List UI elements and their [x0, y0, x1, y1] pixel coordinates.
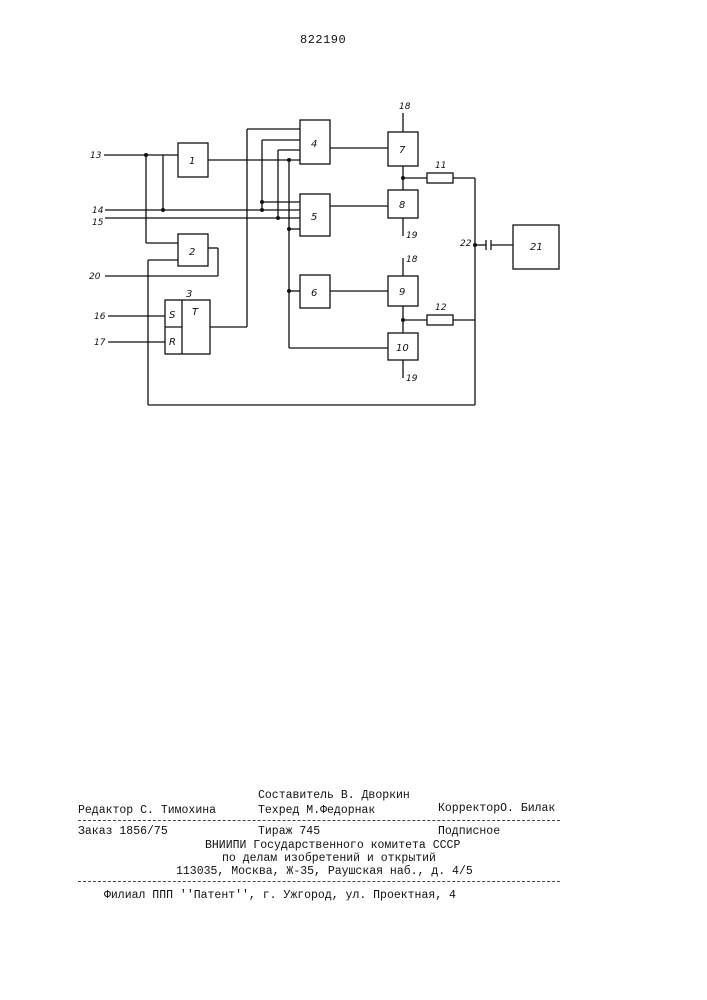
input-15-label: 15: [92, 218, 104, 228]
imprint-address: 113035, Москва, Ж-35, Раушская наб., д. …: [176, 865, 473, 878]
input-20-label: 20: [89, 272, 101, 282]
supply-19-bottom-label: 19: [406, 374, 418, 384]
block-7-label: 7: [399, 145, 406, 156]
block-9-label: 9: [399, 287, 405, 298]
trigger-3-label: 3: [186, 289, 192, 300]
input-13-label: 13: [90, 151, 102, 161]
resistor-11-label: 11: [435, 161, 446, 171]
resistor-11: [427, 173, 453, 183]
imprint-rule-2: [78, 881, 560, 882]
imprint-rule-1: [78, 820, 560, 821]
block-6-label: 6: [311, 288, 317, 299]
imprint-corrector: КорректорО. Билак: [438, 802, 555, 815]
imprint-org-line2: по делам изобретений и открытий: [222, 852, 436, 865]
supply-18-top-label: 18: [399, 102, 411, 112]
resistor-12-label: 12: [435, 303, 447, 313]
imprint-compiler: Составитель В. Дворкин: [258, 789, 410, 802]
imprint-circulation: Тираж 745: [258, 825, 320, 838]
supply-18-mid-label: 18: [406, 255, 418, 265]
imprint-order: Заказ 1856/75: [78, 825, 168, 838]
block-4-label: 4: [311, 139, 317, 150]
block-21-label: 21: [530, 242, 543, 253]
block-2-label: 2: [189, 247, 195, 258]
input-16-label: 16: [94, 312, 106, 322]
trigger-t-label: T: [192, 307, 199, 318]
trigger-s-label: S: [169, 310, 176, 321]
imprint-techred: Техред М.Федорнак: [258, 804, 375, 817]
input-17-label: 17: [94, 338, 106, 348]
input-14-label: 14: [92, 206, 104, 216]
imprint-editor: Редактор С. Тимохина: [78, 804, 216, 817]
resistor-12: [427, 315, 453, 325]
imprint-subscription: Подписное: [438, 825, 500, 838]
block-5-label: 5: [311, 212, 317, 223]
circuit-diagram: 1 2 3 S R T 4 5 6 7 8 9 10 21 13 14 15 1…: [0, 0, 707, 440]
imprint-org-line1: ВНИИПИ Государственного комитета СССР: [205, 839, 460, 852]
supply-19-upper-label: 19: [406, 231, 418, 241]
block-10-label: 10: [396, 343, 409, 354]
node-22-label: 22: [460, 239, 472, 249]
imprint-branch: Филиал ППП ''Патент'', г. Ужгород, ул. П…: [104, 889, 456, 902]
block-8-label: 8: [399, 200, 405, 211]
trigger-r-label: R: [169, 337, 176, 348]
block-1-label: 1: [189, 156, 195, 167]
